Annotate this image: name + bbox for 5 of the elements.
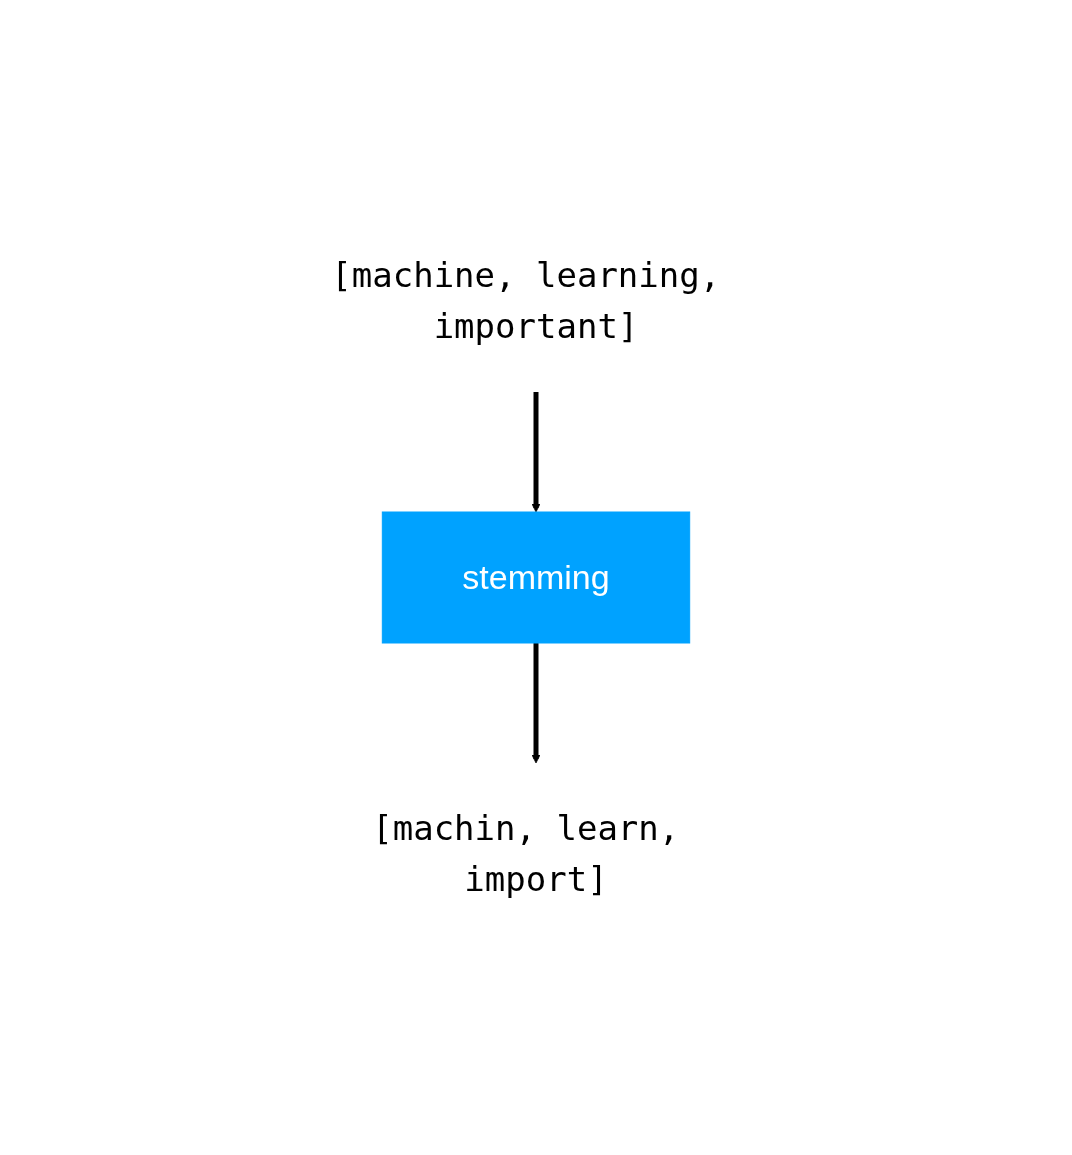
node-box: stemming xyxy=(381,511,691,644)
node-text: [machine, learning, important] xyxy=(331,255,721,346)
arrow xyxy=(531,392,541,513)
node-text: [machin, learn, import] xyxy=(372,808,680,899)
arrow xyxy=(531,643,541,764)
